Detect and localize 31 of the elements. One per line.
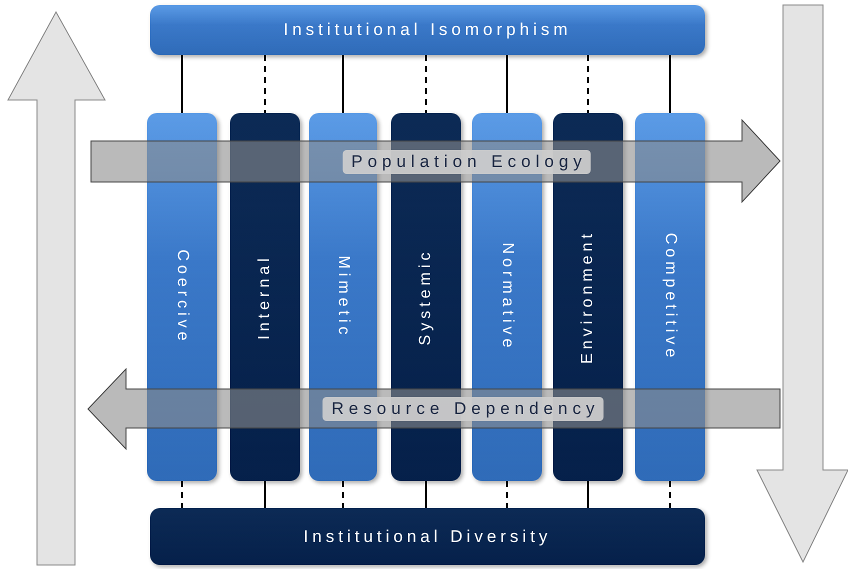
connector-line (342, 55, 344, 113)
connector-line (669, 55, 671, 113)
pillar (635, 113, 705, 481)
connector-line (264, 481, 266, 508)
pillar-label: Competitive (661, 232, 679, 362)
pillar-label: Environment (579, 230, 597, 364)
connector-line (669, 481, 671, 508)
connector-line (425, 481, 427, 508)
connector-line (506, 55, 508, 113)
pillar-label: Systemic (417, 248, 435, 346)
pillar (230, 113, 300, 481)
header-bar (150, 508, 705, 565)
arrow-label: Resource Dependency (322, 396, 604, 420)
block-arrow (88, 369, 780, 449)
arrow-label: Population Ecology (342, 150, 591, 174)
connector-line (425, 55, 427, 113)
bar-label: Institutional Diversity (304, 526, 552, 546)
connector-line (181, 481, 183, 508)
pillar-label: Mimetic (334, 255, 352, 339)
connector-line (342, 481, 344, 508)
header-bar (150, 5, 705, 55)
connector-line (181, 55, 183, 113)
pillar (147, 113, 217, 481)
connector-line (264, 55, 266, 113)
connector-line (587, 55, 589, 113)
pillar-label: Internal (256, 254, 274, 340)
connector-line (506, 481, 508, 508)
connector-line (587, 481, 589, 508)
bar-label: Institutional Isomorphism (283, 20, 572, 40)
pillar-label: Normative (498, 242, 516, 352)
pillar-label: Coercive (173, 249, 191, 345)
